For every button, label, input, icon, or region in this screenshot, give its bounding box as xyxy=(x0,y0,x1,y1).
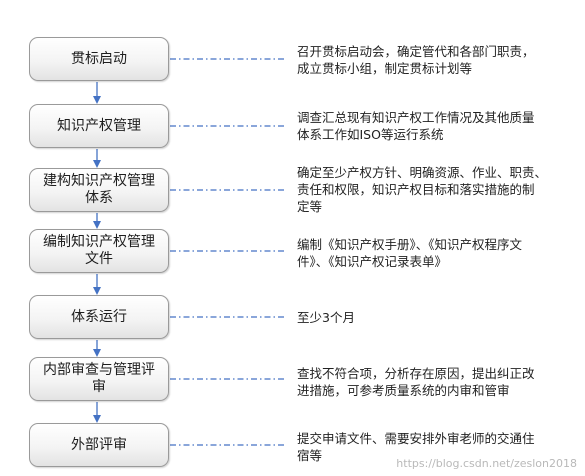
step-label: 外部评审 xyxy=(71,436,127,453)
description-line: 成立贯标小组，制定贯标计划等 xyxy=(297,61,473,76)
description-line: 定等 xyxy=(297,199,323,214)
dashed-connectors xyxy=(170,58,286,446)
step-label: 知识产权管理 xyxy=(57,117,141,134)
description-line: 查找不符合项，分析存在原因，提出纠正改 xyxy=(297,366,535,381)
step-box-7: 外部评审 xyxy=(29,423,169,467)
step-description-4: 编制《知识产权手册》、《知识产权程序文件》、《知识产权记录表单》 xyxy=(297,236,575,270)
description-line: 提交申请文件、需要安排外审老师的交通住 xyxy=(297,431,535,446)
description-line: 召开贯标启动会，确定管代和各部门职责， xyxy=(297,44,535,59)
step-label: 建构知识产权管理体系 xyxy=(43,173,155,206)
description-line: 责任和权限，知识产权目标和落实措施的制 xyxy=(297,182,535,197)
step-label: 体系运行 xyxy=(71,308,127,325)
step-description-5: 至少3个月 xyxy=(297,309,575,326)
description-line: 件》、《知识产权记录表单》 xyxy=(297,254,448,269)
step-description-1: 召开贯标启动会，确定管代和各部门职责， 成立贯标小组，制定贯标计划等 xyxy=(297,43,575,77)
step-label: 内部审查与管理评审 xyxy=(43,362,155,395)
step-description-3: 确定至少产权方针、明确资源、作业、职责、责任和权限，知识产权目标和落实措施的制定… xyxy=(297,164,575,215)
step-box-6: 内部审查与管理评审 xyxy=(29,357,169,401)
step-description-2: 调查汇总现有知识产权工作情况及其他质量体系工作如ISO等运行系统 xyxy=(297,109,575,143)
watermark: https://blog.csdn.net/zeslon2018 xyxy=(396,457,577,470)
step-box-1: 贯标启动 xyxy=(29,37,169,81)
step-label: 编制知识产权管理文件 xyxy=(43,234,155,267)
description-line: 编制《知识产权手册》、《知识产权程序文 xyxy=(297,237,523,252)
description-line: 进措施，可参考质量系统的内审和管审 xyxy=(297,383,510,398)
step-description-6: 查找不符合项，分析存在原因，提出纠正改进措施，可参考质量系统的内审和管审 xyxy=(297,365,575,399)
description-line: 体系工作如ISO等运行系统 xyxy=(297,127,444,142)
description-line: 宿等 xyxy=(297,448,323,463)
step-description-7: 提交申请文件、需要安排外审老师的交通住宿等 xyxy=(297,430,575,464)
description-line: 调查汇总现有知识产权工作情况及其他质量 xyxy=(297,110,535,125)
step-label: 贯标启动 xyxy=(71,50,127,67)
step-box-4: 编制知识产权管理文件 xyxy=(29,229,169,273)
step-box-2: 知识产权管理 xyxy=(29,104,169,148)
step-box-3: 建构知识产权管理体系 xyxy=(29,168,169,212)
step-box-5: 体系运行 xyxy=(29,295,169,339)
description-line: 至少3个月 xyxy=(297,310,355,325)
description-line: 确定至少产权方针、明确资源、作业、职责、 xyxy=(297,165,548,180)
